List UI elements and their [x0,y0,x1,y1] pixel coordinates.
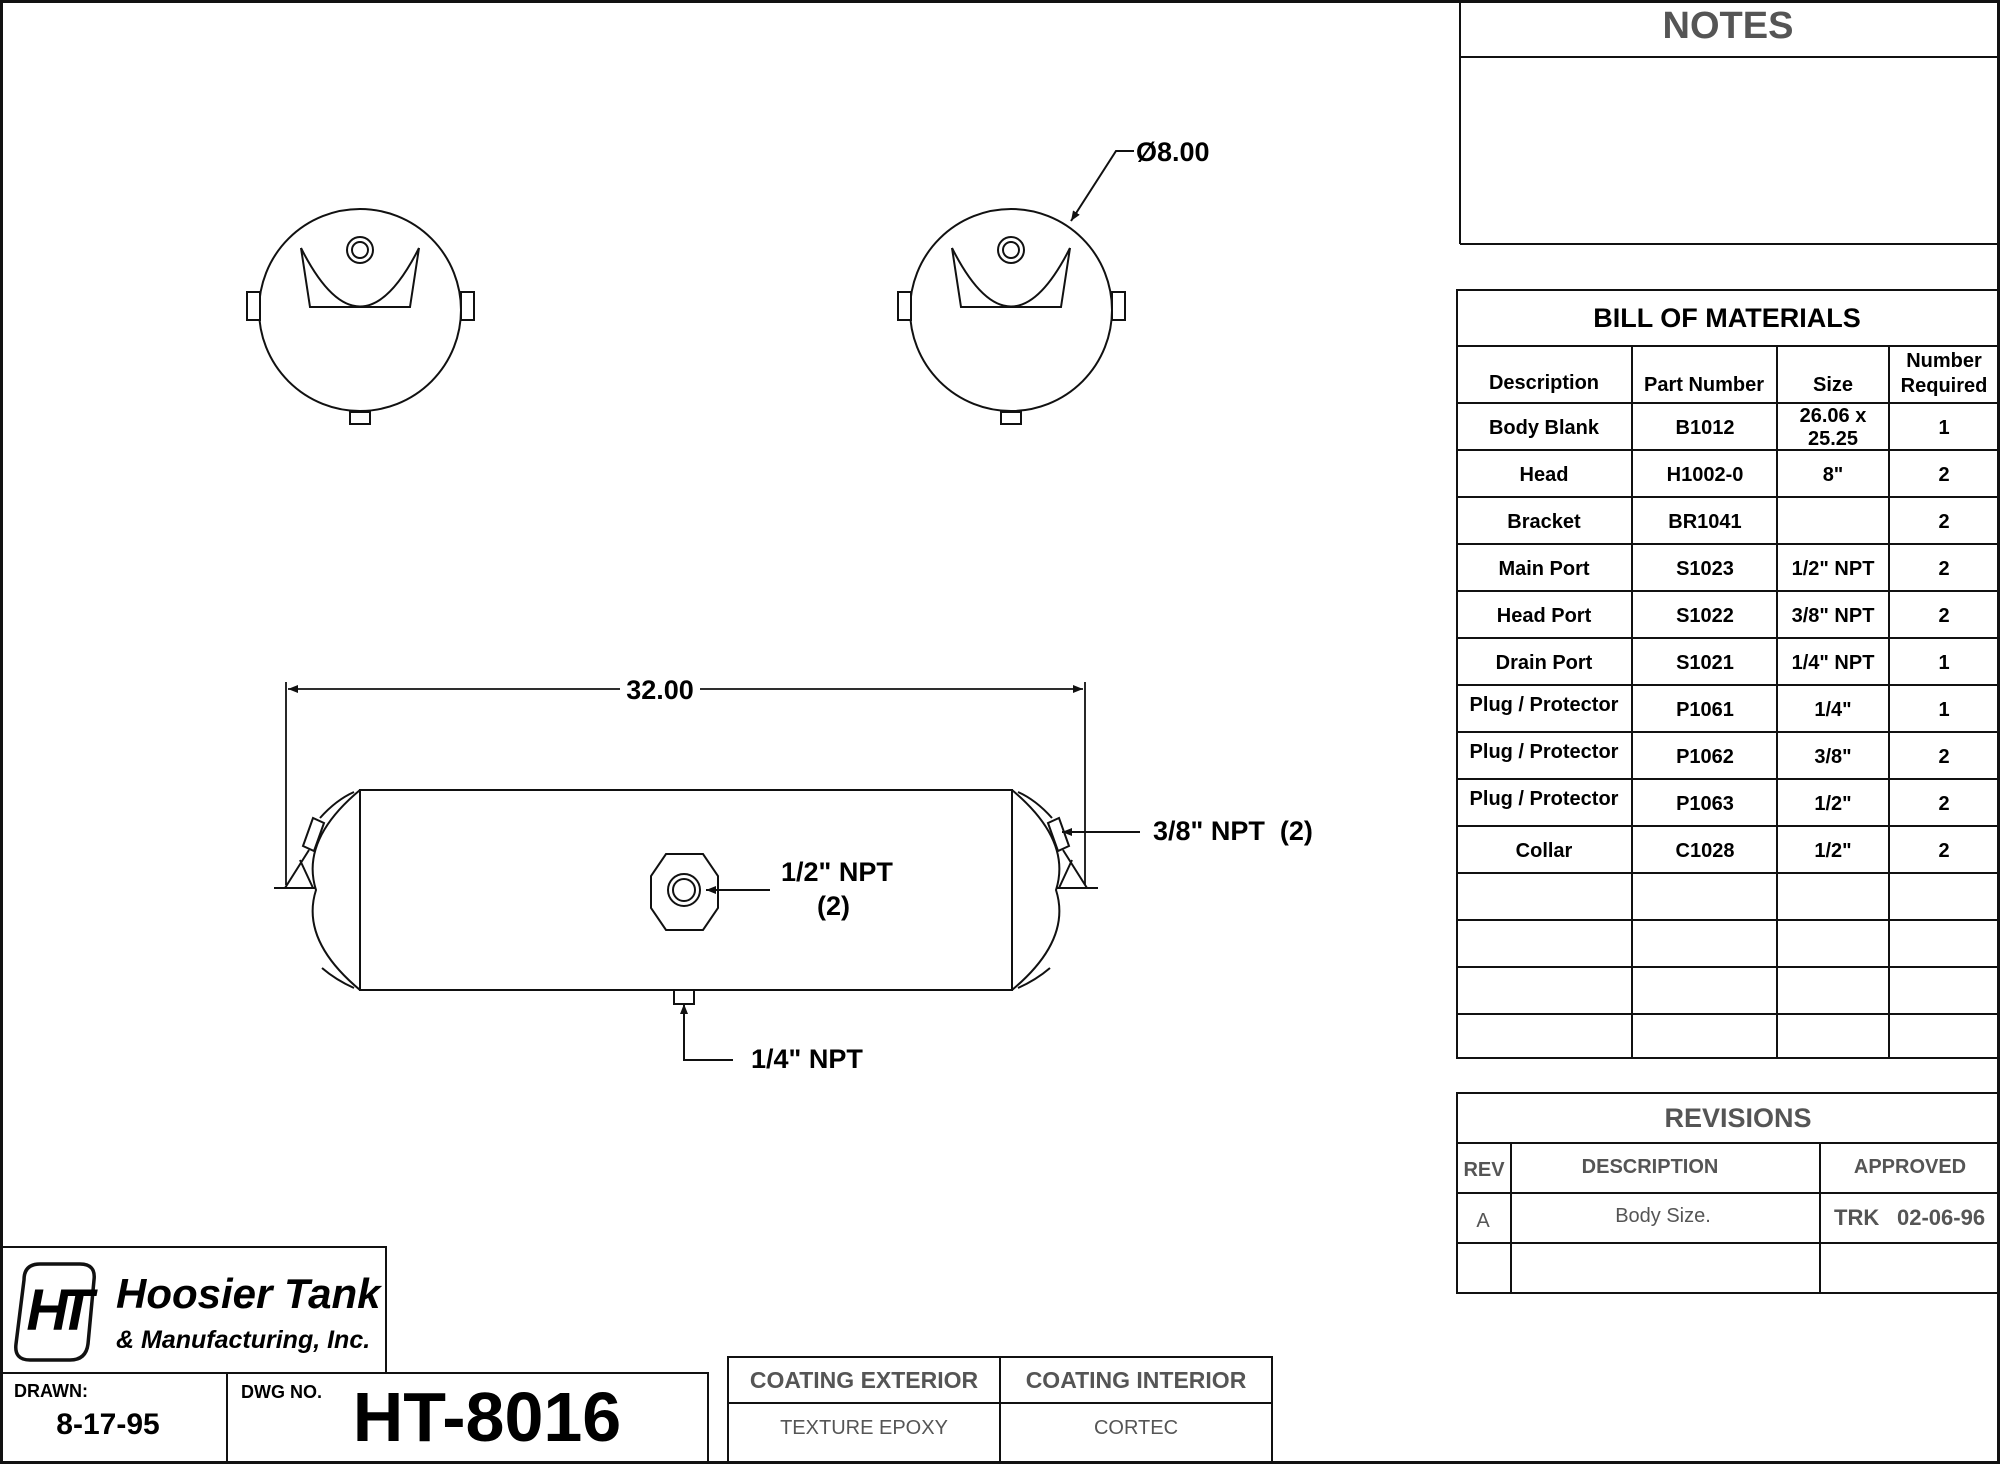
coating-interior-label: COATING INTERIOR [1026,1367,1247,1393]
bom-header-part-number: Part Number [1644,374,1764,396]
bom-cell-size: 3/8" NPT [1792,605,1875,627]
revisions-grid [1456,1092,1999,1294]
bom-cell-description: Collar [1516,840,1573,862]
bom-cell-size: 1/4" [1814,699,1851,721]
bom-cell-size: 8" [1823,464,1844,486]
length-dimension [285,682,1086,885]
bom-cell-size: 1/2" NPT [1792,558,1875,580]
bom-cell-qty: 2 [1938,558,1949,580]
dwg-number: HT-8016 [353,1378,621,1456]
drawn-label: DRAWN: [14,1381,88,1401]
bom-cell-description: Body Blank [1489,417,1600,439]
bom-cell-size: 26.06 x [1800,405,1867,427]
bom-cell-part-number: P1063 [1676,793,1734,815]
bom-header-description: Description [1489,372,1599,394]
bom-cell-qty: 2 [1938,840,1949,862]
bom-cell-description: Plug / Protector [1470,694,1619,716]
rev-header-rev: REV [1463,1159,1505,1181]
bom-cell-qty: 2 [1938,793,1949,815]
revision-row: A Body Size. TRK 02-06-96 [1476,1205,1985,1232]
revisions-title: REVISIONS [1664,1103,1811,1133]
bom-cell-size: 1/2" [1814,793,1851,815]
bom-cell-description: Drain Port [1496,652,1593,674]
bom-header-required: Required [1901,375,1988,397]
bom-cell-description: Main Port [1498,558,1589,580]
bom-cell-description: Bracket [1507,511,1581,533]
side-view [274,789,1098,1005]
rev-value: A [1476,1210,1490,1232]
bom-cell-part-number: P1061 [1676,699,1734,721]
bom-cell-size-line2: 25.25 [1808,428,1858,450]
bom-cell-part-number: BR1041 [1668,511,1741,533]
side-port-callout: 3/8" NPT (2) [1153,816,1313,846]
bom-cell-qty: 2 [1938,746,1949,768]
bom-header-number: Number [1906,350,1982,372]
bom-cell-qty: 1 [1938,417,1949,439]
company-name-line2: & Manufacturing, Inc. [116,1326,370,1354]
bom-cell-part-number: S1021 [1676,652,1734,674]
bom-cell-qty: 2 [1938,464,1949,486]
coating-exterior-value: TEXTURE EPOXY [780,1417,948,1439]
company-logo: HT [14,1262,108,1362]
title-block-grid [2,1246,709,1462]
bom-cell-part-number: C1028 [1676,840,1735,862]
coating-text: COATING EXTERIOR COATING INTERIOR TEXTUR… [750,1367,1247,1439]
bom-header: Description Part Number Size Number Requ… [1489,350,1987,397]
coating-grid [727,1356,1273,1463]
bom-cell-part-number: H1002-0 [1667,464,1744,486]
notes-title: NOTES [1663,5,1794,47]
bom-cell-size: 3/8" [1814,746,1851,768]
bom-cell-part-number: P1062 [1676,746,1734,768]
coating-interior-value: CORTEC [1094,1417,1178,1439]
end-view-right [897,208,1126,425]
diameter-label: Ø8.00 [1136,137,1210,167]
drain-port-callout: 1/4" NPT [751,1044,863,1074]
bom-cell-description: Plug / Protector [1470,788,1619,810]
revisions-header: REV DESCRIPTION APPROVED [1463,1156,1966,1181]
bom-title: BILL OF MATERIALS [1593,303,1860,333]
coating-exterior-label: COATING EXTERIOR [750,1367,979,1393]
drawn-date: 8-17-95 [56,1408,159,1441]
bom-cell-part-number: B1012 [1676,417,1735,439]
dwg-number-label: DWG NO. [241,1382,322,1402]
bom-header-size: Size [1813,374,1853,396]
diameter-dimension: Ø8.00 [1070,137,1210,222]
rev-header-approved: APPROVED [1854,1156,1966,1178]
end-view-left [246,208,475,425]
rev-approved-date: 02-06-96 [1897,1205,1985,1230]
rev-description: Body Size. [1615,1205,1711,1227]
bom-cell-size: 1/2" [1814,840,1851,862]
main-port-callout: 1/2" NPT [781,857,893,887]
bom-cell-qty: 1 [1938,699,1949,721]
main-port-qty: (2) [817,891,850,921]
bom-cell-part-number: S1022 [1676,605,1734,627]
bom-cell-description: Head Port [1497,605,1592,627]
rev-header-description: DESCRIPTION [1582,1156,1719,1178]
notes-box [1459,2,1998,245]
bom-cell-qty: 2 [1938,511,1949,533]
bom-cell-description: Head [1520,464,1569,486]
company-name: Hoosier Tank [116,1270,383,1317]
bom-cell-description: Plug / Protector [1470,741,1619,763]
bom-cell-size: 1/4" NPT [1792,652,1875,674]
length-label: 32.00 [626,675,694,705]
bom-cell-part-number: S1023 [1676,558,1734,580]
bom-cell-qty: 1 [1938,652,1949,674]
rev-approved-by: TRK [1834,1205,1879,1230]
bom-cell-qty: 2 [1938,605,1949,627]
bom-grid [1456,289,1999,1059]
callout-leaders [680,828,1140,1061]
